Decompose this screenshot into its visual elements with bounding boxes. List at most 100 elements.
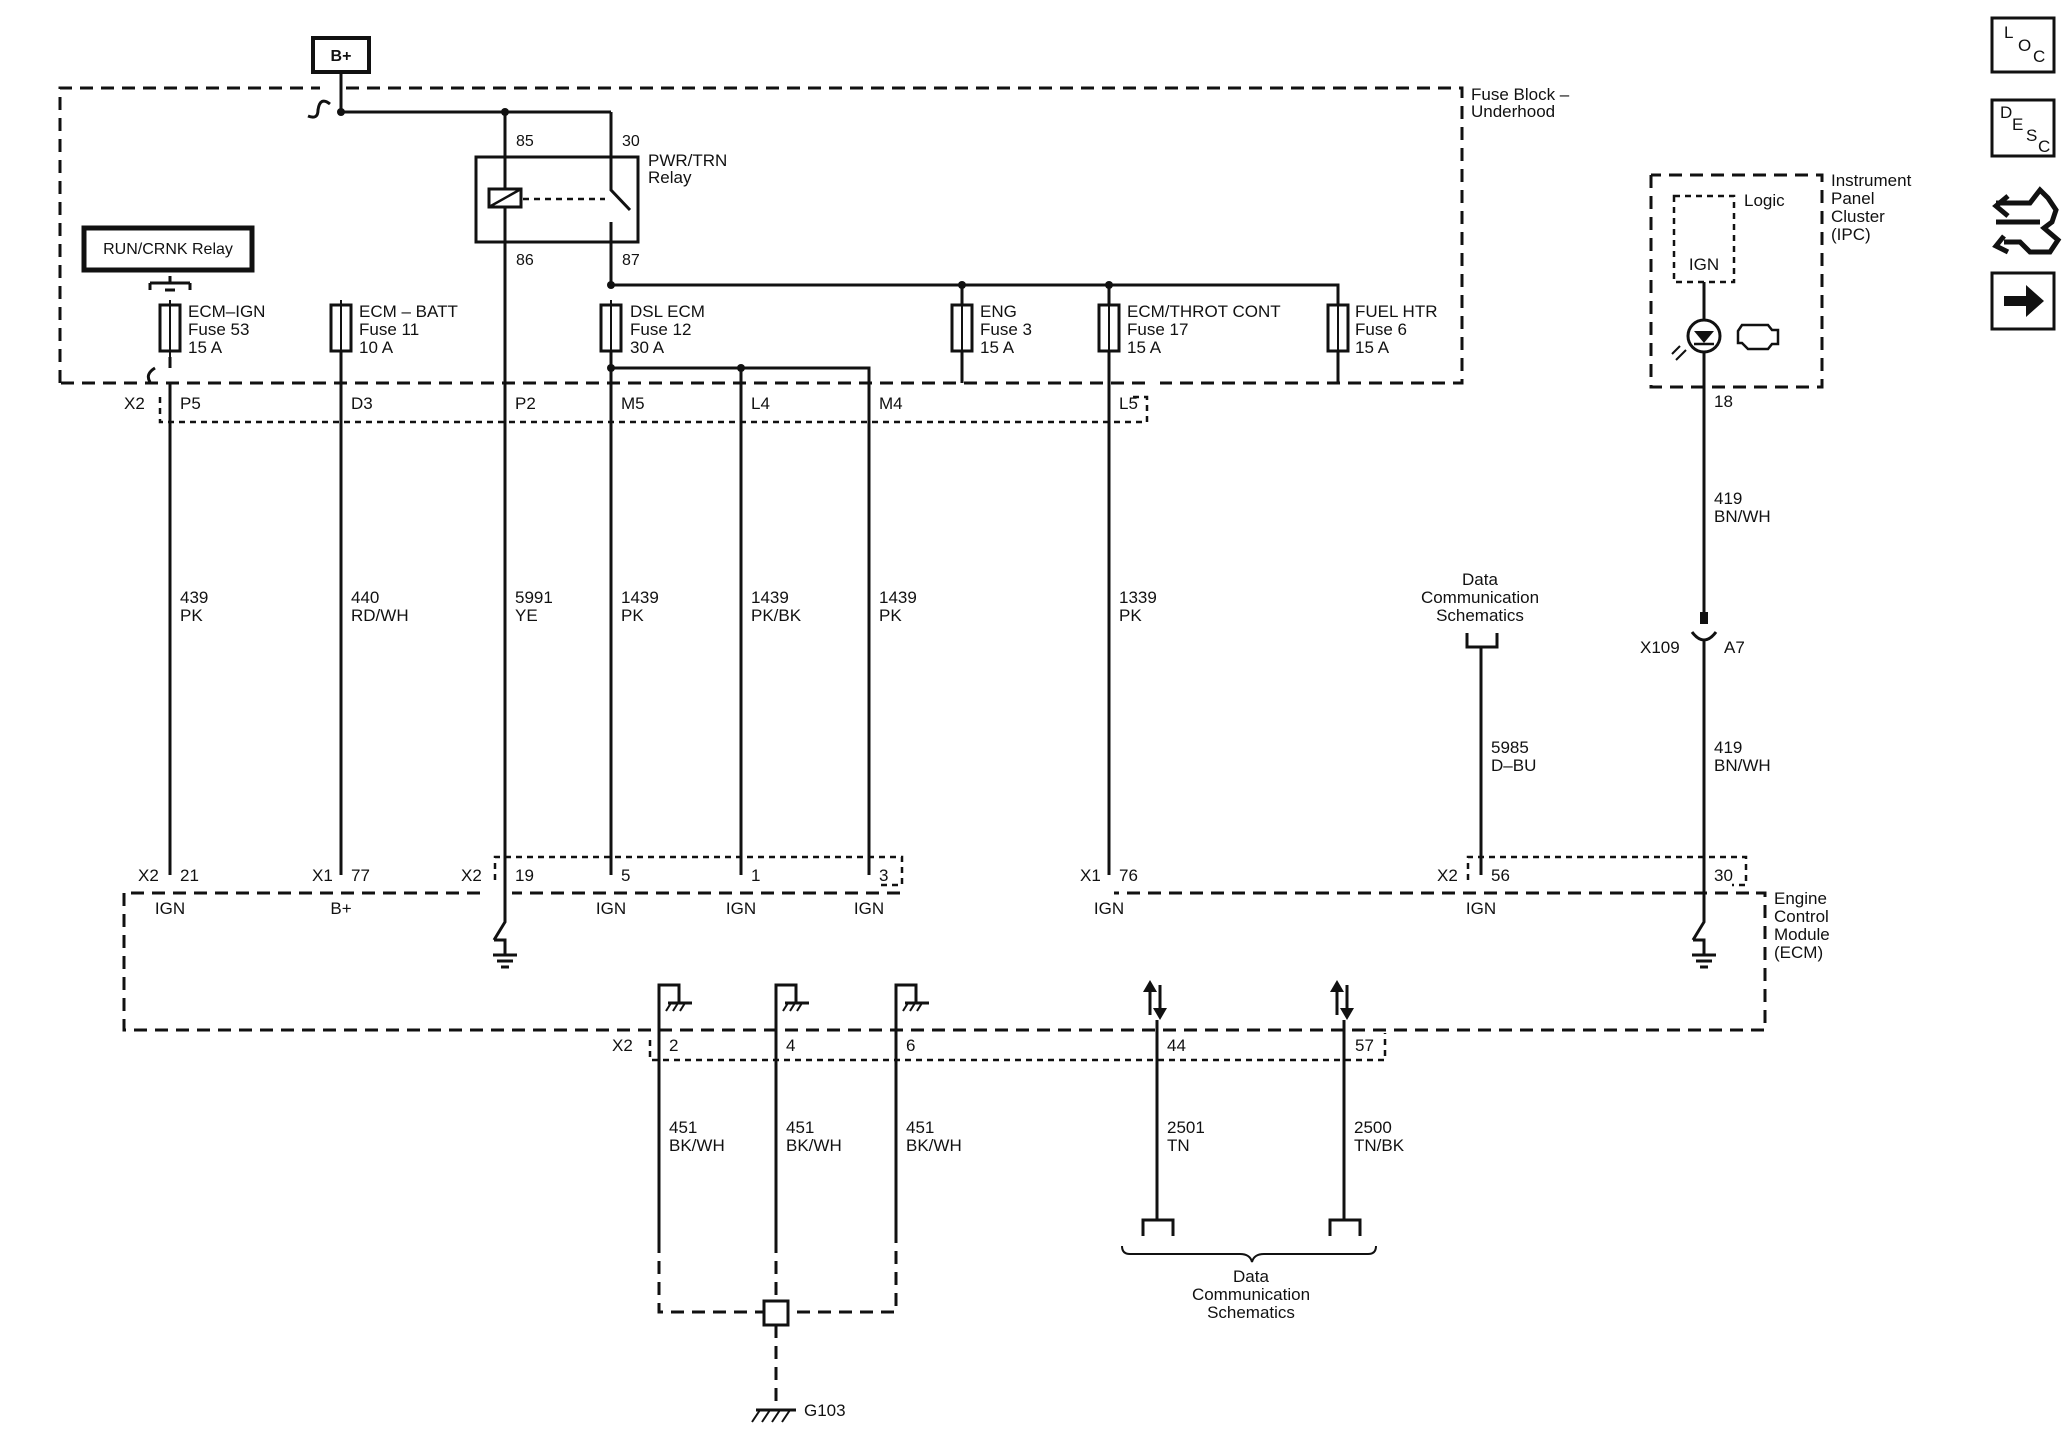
fuse-label-53: ECM–IGN Fuse 53 15 A [188, 302, 265, 357]
desc-button[interactable]: D E S C [1990, 98, 2056, 158]
svg-text:C: C [2033, 47, 2045, 66]
check-engine-lamp-icon [1671, 318, 1780, 361]
svg-text:ECM/THROT CONT: ECM/THROT CONT [1127, 302, 1281, 321]
fuse-3 [950, 300, 974, 383]
svg-text:1439: 1439 [879, 588, 917, 607]
ground-splice-icon [762, 1299, 790, 1327]
svg-text:30: 30 [1714, 866, 1733, 885]
svg-text:5991: 5991 [515, 588, 553, 607]
ecm-chassis-ground-4-icon [774, 983, 809, 1040]
svg-text:X2: X2 [461, 866, 482, 885]
data-comm-top-label: Data Communication Schematics [1421, 570, 1539, 625]
svg-text:IGN: IGN [596, 899, 626, 918]
ecm-ground-19-icon [492, 875, 517, 969]
ecm-pin-30: 30 [1714, 866, 1733, 885]
ipc-outline [1649, 173, 1824, 389]
svg-text:X1: X1 [1080, 866, 1101, 885]
fuse-block-outline [58, 86, 1464, 385]
fuse-11 [329, 300, 353, 357]
svg-text:(ECM): (ECM) [1774, 943, 1823, 962]
relay-pin-30: 30 [622, 133, 640, 150]
svg-text:451: 451 [786, 1118, 814, 1137]
svg-text:X1: X1 [312, 866, 333, 885]
fuse-label-12: DSL ECM Fuse 12 30 A [630, 302, 705, 357]
svg-text:D: D [2000, 103, 2012, 122]
fb-pin-l5: L5 [1119, 394, 1138, 413]
fb-pin-l4: L4 [751, 394, 770, 413]
connector-icon[interactable] [1992, 186, 2062, 255]
ipc-label: Instrument Panel Cluster (IPC) [1831, 171, 1912, 244]
ecm-bottom-pin-2: 2 [669, 1036, 678, 1055]
svg-text:77: 77 [351, 866, 370, 885]
relay-pin-86: 86 [516, 252, 534, 269]
svg-text:C: C [2038, 137, 2050, 156]
run-crnk-relay-box [81, 225, 255, 273]
svg-text:10 A: 10 A [359, 338, 394, 357]
ground-g103-icon [751, 1408, 796, 1423]
svg-text:E: E [2012, 115, 2023, 134]
fuse-label-11: ECM – BATT Fuse 11 10 A [359, 302, 458, 357]
svg-text:X2: X2 [138, 866, 159, 885]
x109-connector [1690, 612, 1718, 642]
svg-text:IGN: IGN [1466, 899, 1496, 918]
ground-g103-label: G103 [804, 1401, 846, 1420]
fuse-12 [599, 300, 623, 357]
svg-text:419: 419 [1714, 738, 1742, 757]
svg-text:Fuse 17: Fuse 17 [1127, 320, 1188, 339]
svg-text:451: 451 [669, 1118, 697, 1137]
svg-text:1439: 1439 [621, 588, 659, 607]
svg-text:76: 76 [1119, 866, 1138, 885]
serial-data-arrow-44-icon [1143, 980, 1167, 1020]
ecm-bottom-x2: X2 [612, 1036, 633, 1055]
svg-text:1: 1 [751, 866, 760, 885]
svg-text:21: 21 [180, 866, 199, 885]
next-arrow-icon[interactable] [1990, 271, 2056, 331]
svg-text:Fuse 53: Fuse 53 [188, 320, 249, 339]
ecm-chassis-ground-6-icon [894, 983, 929, 1040]
fuse-label-3: ENG Fuse 3 15 A [980, 302, 1032, 357]
svg-text:Schematics: Schematics [1207, 1303, 1295, 1322]
splice-mark [307, 99, 331, 119]
svg-text:X2: X2 [1437, 866, 1458, 885]
a7-label: A7 [1724, 638, 1745, 657]
svg-text:PK: PK [1119, 606, 1142, 625]
svg-text:O: O [2018, 36, 2031, 55]
ecm-bottom-pin-4: 4 [786, 1036, 795, 1055]
svg-text:Communication: Communication [1192, 1285, 1310, 1304]
relay-pin-85: 85 [516, 133, 534, 150]
ecm-bottom-pin-57: 57 [1355, 1036, 1374, 1055]
svg-text:IGN: IGN [854, 899, 884, 918]
svg-text:Fuse 6: Fuse 6 [1355, 320, 1407, 339]
svg-text:439: 439 [180, 588, 208, 607]
battery-plus-label: B+ [331, 48, 352, 65]
svg-text:Data: Data [1462, 570, 1498, 589]
serial-data-arrow-57-icon [1330, 980, 1354, 1020]
fuse-6 [1326, 300, 1350, 383]
battery-plus-box [311, 36, 371, 74]
svg-text:Fuse 12: Fuse 12 [630, 320, 691, 339]
svg-text:1439: 1439 [751, 588, 789, 607]
svg-text:Communication: Communication [1421, 588, 1539, 607]
fuse-label-17: ECM/THROT CONT Fuse 17 15 A [1127, 302, 1281, 357]
svg-text:419: 419 [1714, 489, 1742, 508]
svg-text:BK/WH: BK/WH [906, 1136, 962, 1155]
svg-text:2501: 2501 [1167, 1118, 1205, 1137]
ecm-label: Engine Control Module (ECM) [1774, 889, 1830, 962]
loc-button[interactable]: L O C [1990, 16, 2056, 74]
svg-text:BK/WH: BK/WH [669, 1136, 725, 1155]
svg-text:BN/WH: BN/WH [1714, 756, 1771, 775]
svg-text:440: 440 [351, 588, 379, 607]
